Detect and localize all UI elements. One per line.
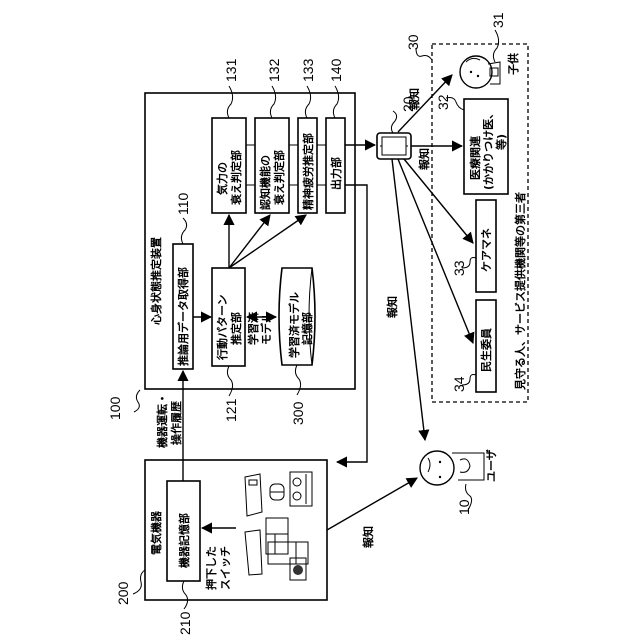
ref-10: 10 <box>456 499 472 515</box>
user-label: ユーザ <box>485 449 498 482</box>
leader-20 <box>391 111 396 133</box>
medical-label-1: 医療関連 <box>468 135 482 180</box>
switch-label-2: スイッチ <box>219 546 232 590</box>
user-person-icon <box>420 451 484 485</box>
smartphone-icon <box>377 133 411 159</box>
medical-label-3: 等) <box>494 134 508 151</box>
welfare-commissioner-label: 民生委員 <box>479 328 493 372</box>
third-parties-caption: 見守る人、サービス提供機関等の第三者 <box>513 192 527 391</box>
ref-33: 33 <box>451 260 467 276</box>
ref-300: 300 <box>290 401 306 425</box>
motivation-decline-label-2: 衰え判定部 <box>229 150 243 206</box>
cognitive-decline-label-2: 衰え判定部 <box>272 150 286 206</box>
arrow-terminal-to-care-manager <box>404 159 473 243</box>
ref-133: 133 <box>300 58 316 82</box>
notify-label-medical: 報知 <box>417 148 431 170</box>
arrow-appliances-to-user <box>327 478 417 530</box>
ref-210: 210 <box>177 611 193 635</box>
notify-label-child: 報知 <box>407 88 421 110</box>
ref-200: 200 <box>115 581 131 605</box>
ref-110: 110 <box>175 192 191 215</box>
leader-200 <box>133 570 145 594</box>
care-manager-label: ケアマネ <box>480 228 493 272</box>
model-storage-label-1: 学習済モデル <box>287 292 301 358</box>
ref-140: 140 <box>328 58 344 82</box>
arrow-terminal-to-welfare <box>398 159 473 343</box>
motivation-decline-label-1: 気力の <box>215 162 229 195</box>
notify-label-appliances: 報知 <box>361 526 375 548</box>
ref-34: 34 <box>451 376 467 392</box>
ref-121: 121 <box>223 398 239 422</box>
output-unit-label: 出力部 <box>329 157 343 190</box>
behavior-pattern-label-2: 推定部 <box>229 312 243 345</box>
switch-label-1: 押下した <box>204 546 218 590</box>
medical-label-2: (かかりつけ医、 <box>482 108 495 190</box>
leader-31 <box>493 30 498 62</box>
child-label: 子供 <box>506 53 520 75</box>
ref-132: 132 <box>266 58 282 82</box>
cognitive-decline-label-1: 認知機能の <box>258 155 272 210</box>
leader-100 <box>134 390 140 412</box>
history-label-2: 操作履歴 <box>169 401 183 445</box>
estimation-device-title: 心身状態推定装置 <box>149 237 163 325</box>
ref-31: 31 <box>490 12 506 28</box>
ref-100: 100 <box>107 396 123 420</box>
ref-131: 131 <box>223 58 239 82</box>
appliances-title: 電気機器 <box>149 510 163 555</box>
behavior-pattern-label-1: 行動パターン <box>215 295 229 361</box>
ref-30: 30 <box>405 34 421 50</box>
inference-data-acquisition-label: 推論用データ取得部 <box>176 267 190 366</box>
model-storage-label-2: 記憶部 <box>300 312 314 345</box>
mental-fatigue-label: 精神疲労推定部 <box>301 133 315 210</box>
learned-model-label-1: 学習済 <box>246 311 260 345</box>
notify-label-user: 報知 <box>385 296 399 318</box>
appliance-storage-label: 機器記憶部 <box>177 513 191 568</box>
history-label-1: 機器運転・ <box>155 393 169 448</box>
ref-32: 32 <box>435 94 451 110</box>
